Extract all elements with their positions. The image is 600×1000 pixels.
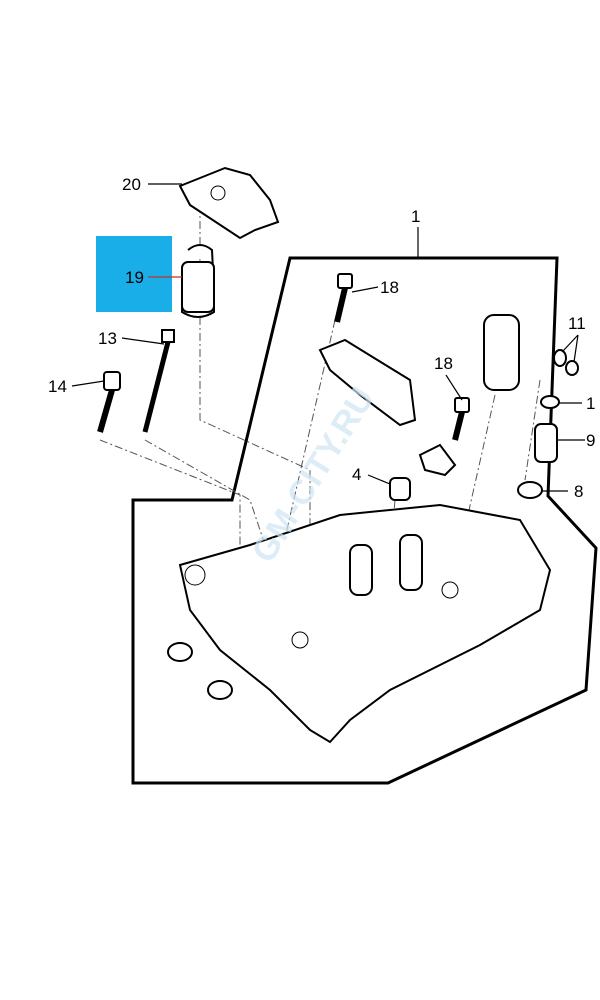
callout-18-mid: 18 bbox=[434, 354, 453, 373]
leader-lines bbox=[71, 183, 585, 492]
callout-9: 9 bbox=[586, 431, 595, 450]
camshaft-cap bbox=[318, 338, 417, 427]
part-13-bolt bbox=[142, 329, 175, 433]
callout-1: 1 bbox=[411, 207, 420, 226]
callout-13: 13 bbox=[98, 329, 117, 348]
spark-plug-tube bbox=[483, 314, 520, 391]
callout-14: 14 bbox=[48, 377, 67, 396]
cylinder-head bbox=[167, 503, 552, 744]
camshaft-cap-small bbox=[418, 443, 457, 477]
part-19-valve-lifter bbox=[180, 244, 215, 318]
assembly-frame bbox=[131, 256, 598, 785]
valve-parts bbox=[517, 349, 579, 499]
callout-4: 4 bbox=[352, 465, 361, 484]
part-20-roller-rocker bbox=[178, 166, 280, 240]
part-4-plug bbox=[389, 477, 411, 501]
highlight-box bbox=[96, 236, 172, 312]
callout-8: 8 bbox=[574, 482, 583, 501]
part-18-bolt bbox=[334, 273, 470, 441]
callout-19: 19 bbox=[125, 268, 144, 287]
callout-20: 20 bbox=[122, 175, 141, 194]
callout-10: 1 bbox=[586, 394, 595, 413]
callout-18-top: 18 bbox=[380, 278, 399, 297]
callout-11: 11 bbox=[568, 314, 586, 333]
part-14-bolt bbox=[97, 371, 121, 433]
